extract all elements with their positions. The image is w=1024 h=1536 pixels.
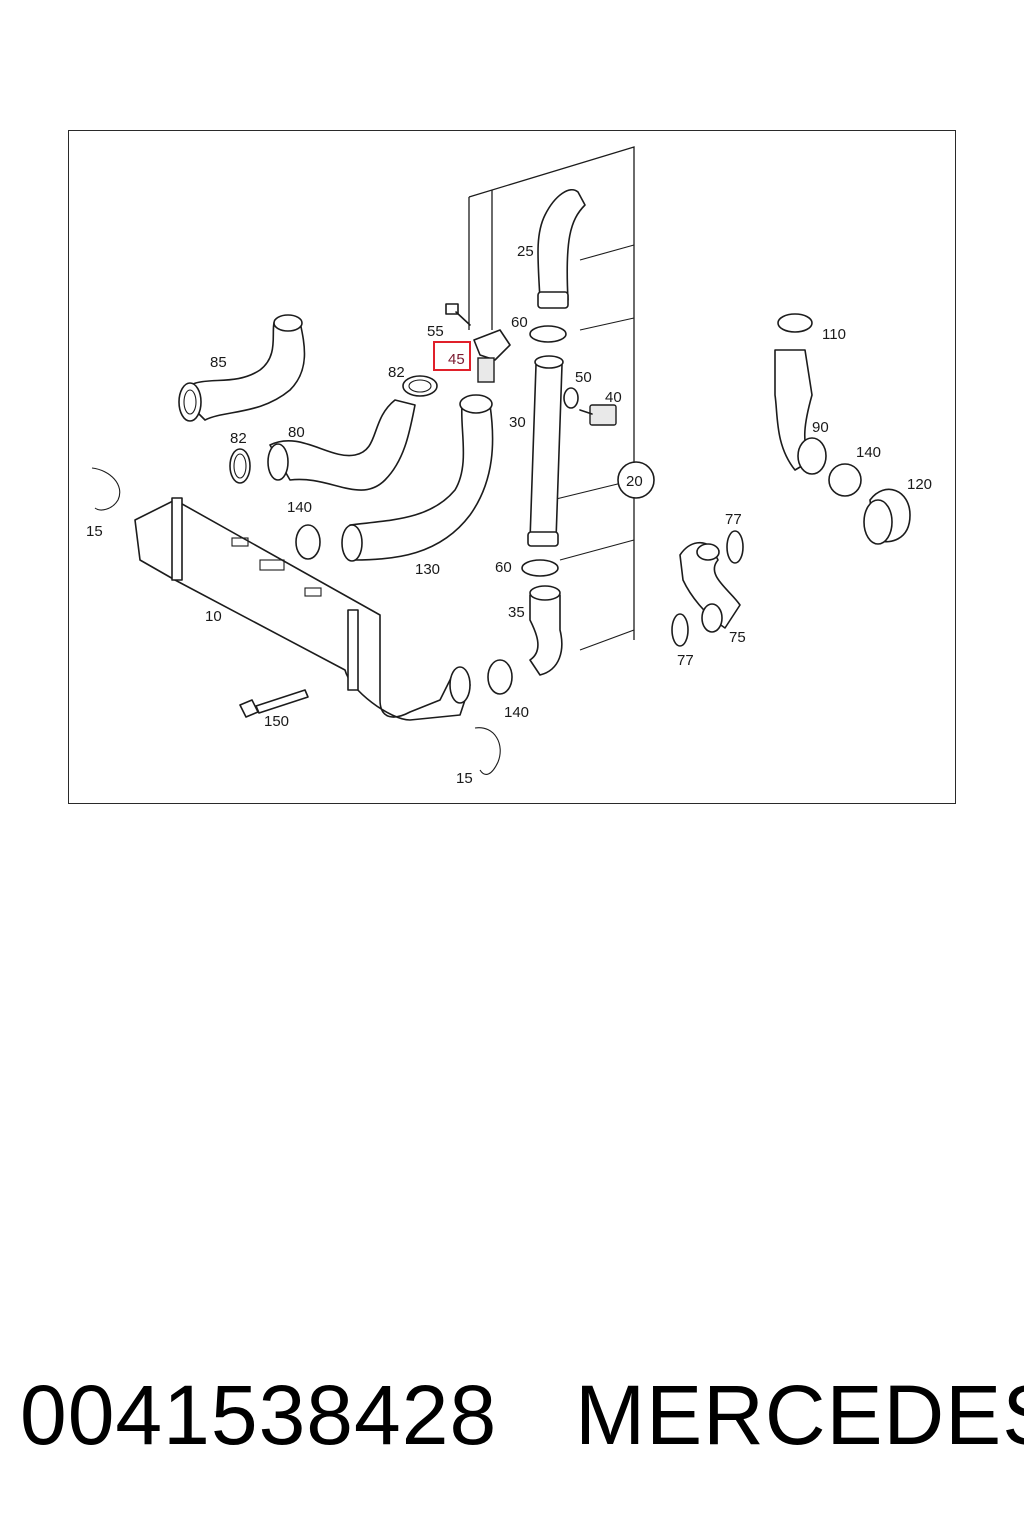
callout-82b: 82 — [388, 364, 405, 381]
callout-75: 75 — [729, 629, 746, 646]
callout-25: 25 — [517, 243, 534, 260]
callout-60b: 60 — [495, 559, 512, 576]
part-45-sensor — [473, 329, 511, 383]
callout-77a: 77 — [725, 511, 742, 528]
part-77-rings — [671, 530, 744, 647]
part-110-ring — [777, 313, 813, 333]
part-30-pipe — [527, 355, 564, 547]
part-130-hose — [341, 394, 494, 562]
callout-45: 45 — [448, 351, 465, 368]
callout-20: 20 — [626, 473, 643, 490]
part-85-hose — [178, 314, 306, 422]
part-15-arrows — [91, 467, 501, 775]
callout-120: 120 — [907, 476, 932, 493]
callout-82a: 82 — [230, 430, 247, 447]
callout-20-circle — [617, 461, 655, 499]
callout-110: 110 — [822, 326, 846, 343]
part-35-pipe — [529, 585, 563, 676]
part-140-clamp-right — [828, 463, 862, 497]
part-number: 0041538428 — [20, 1368, 498, 1462]
callout-130: 130 — [415, 561, 440, 578]
part-25-pipe — [537, 189, 586, 309]
callout-55: 55 — [427, 323, 444, 340]
callout-85: 85 — [210, 354, 227, 371]
part-90-hose — [774, 349, 827, 475]
part-75-hose — [679, 541, 741, 633]
part-82-rings — [229, 375, 438, 484]
callout-50: 50 — [575, 369, 592, 386]
callout-80: 80 — [288, 424, 305, 441]
part-50-ring — [563, 387, 579, 409]
brand-name: MERCEDES — [575, 1368, 1024, 1462]
callout-15b: 15 — [456, 770, 473, 787]
part-40-sensor — [579, 404, 617, 426]
callout-140b: 140 — [504, 704, 529, 721]
part-60-clamps — [521, 325, 567, 577]
callout-35: 35 — [508, 604, 525, 621]
part-55-bolt — [445, 303, 471, 326]
part-footer: 0041538428 MERCEDES — [20, 1365, 1024, 1465]
callout-77b: 77 — [677, 652, 694, 669]
callout-10: 10 — [205, 608, 222, 625]
callout-30: 30 — [509, 414, 526, 431]
callout-150: 150 — [264, 713, 289, 730]
part-80-hose — [267, 399, 416, 491]
part-150-bolt — [239, 689, 309, 718]
callout-90: 90 — [812, 419, 829, 436]
callout-140c: 140 — [856, 444, 881, 461]
part-140-clamps — [295, 524, 513, 695]
part-120-elbow — [863, 488, 911, 545]
part-10-intercooler — [134, 497, 471, 721]
callout-40: 40 — [605, 389, 622, 406]
callout-labels: 85 82 80 82 55 45 25 60 50 40 30 20 15 1… — [86, 243, 932, 787]
highlight-box-45 — [433, 341, 471, 371]
callout-15a: 15 — [86, 523, 103, 540]
callout-140a: 140 — [287, 499, 312, 516]
callout-60a: 60 — [511, 314, 528, 331]
